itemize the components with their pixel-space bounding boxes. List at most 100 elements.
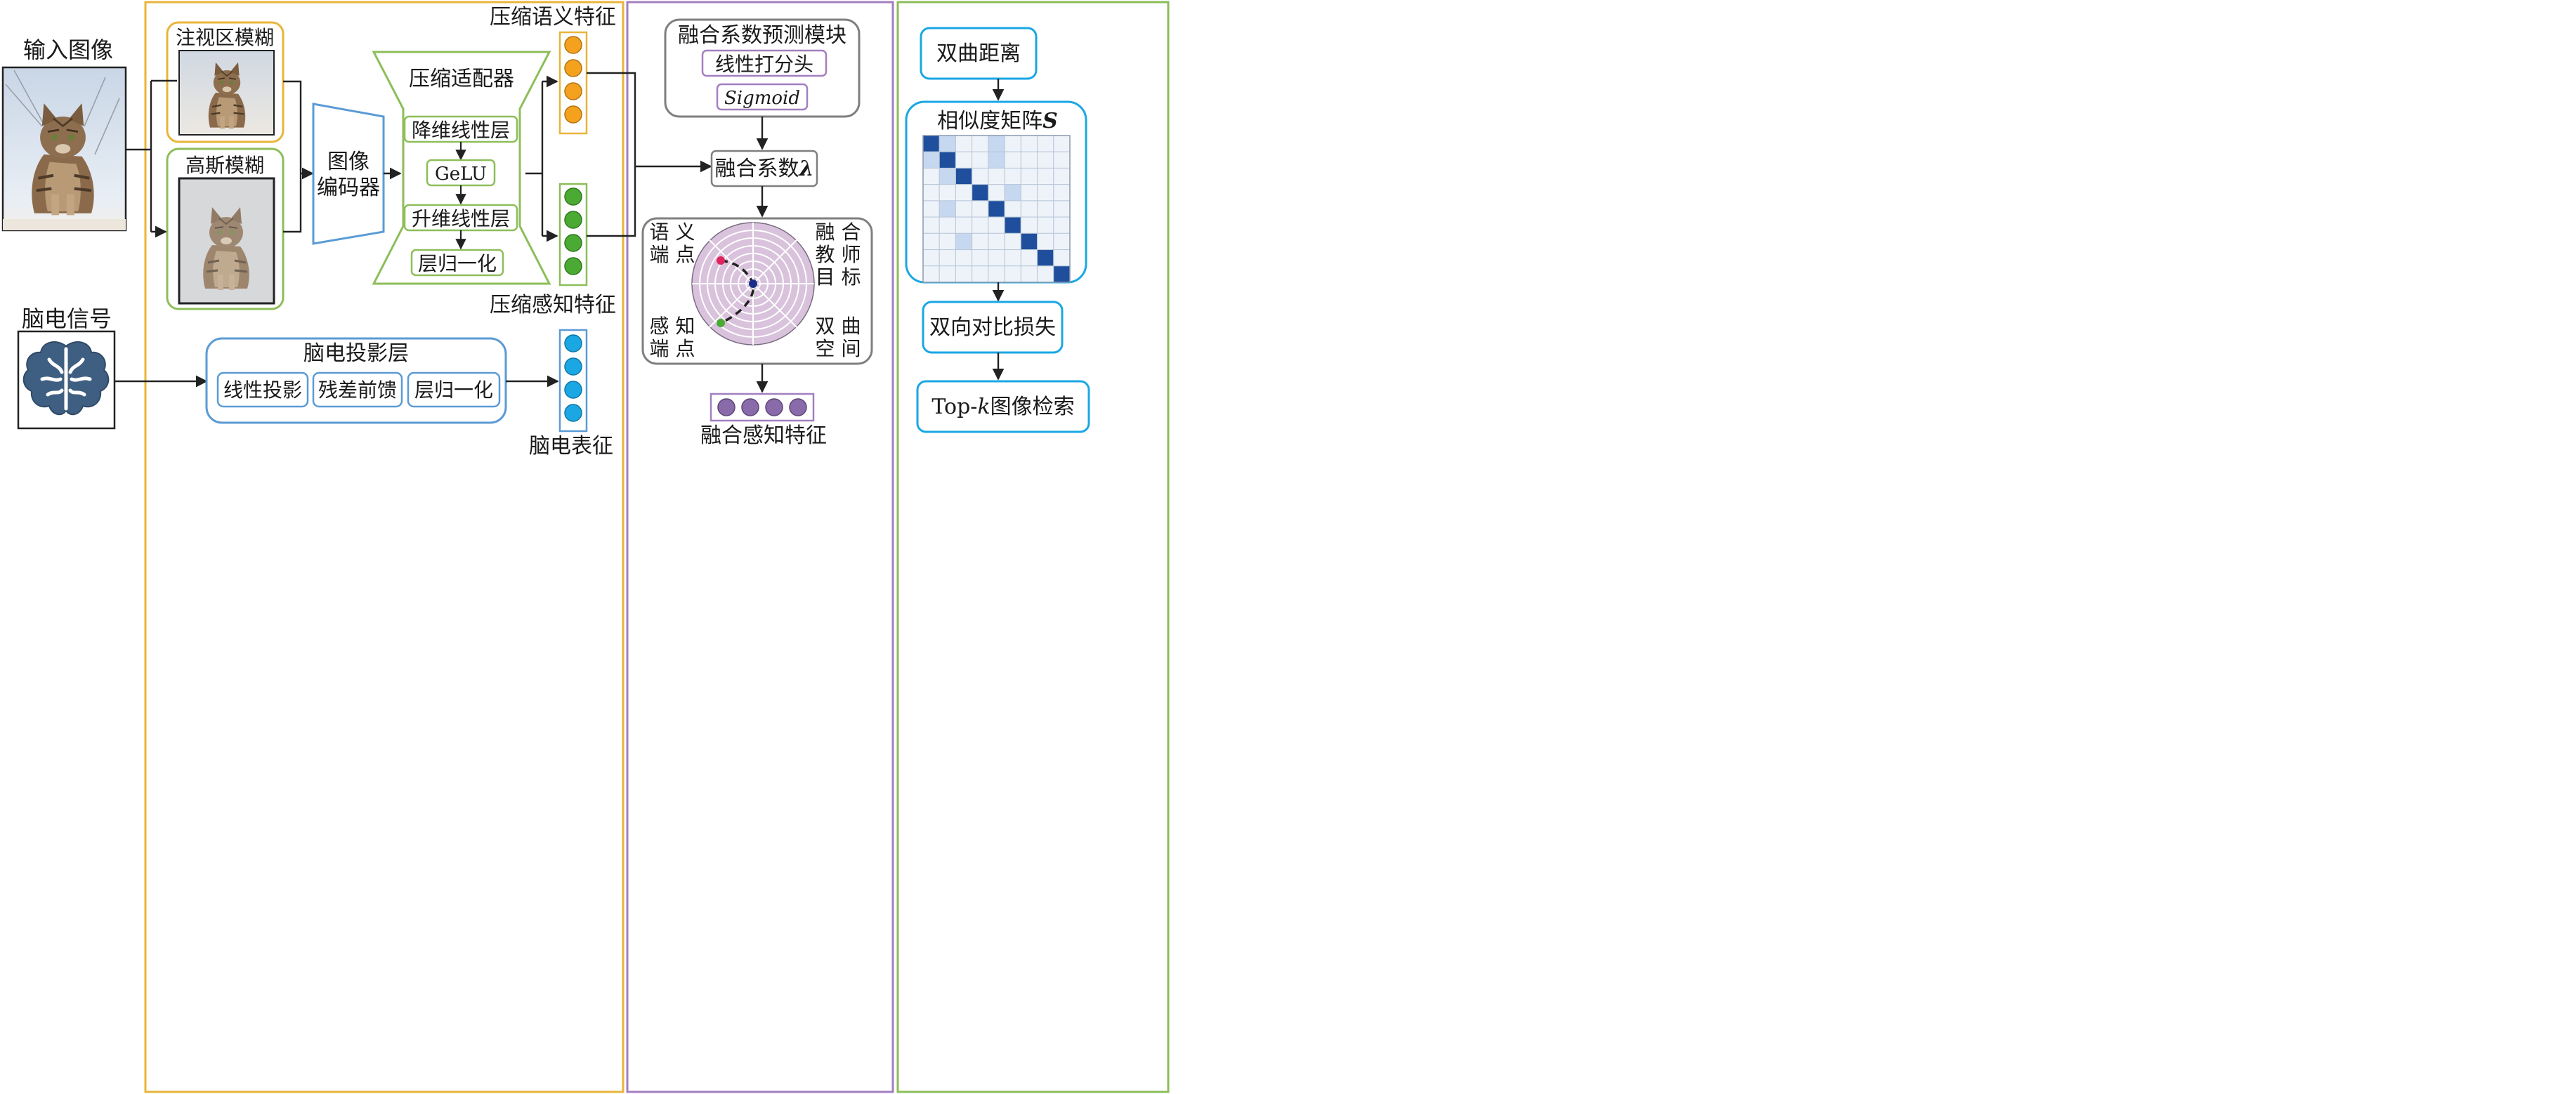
eeg-block-residual-ffn — [312, 371, 403, 408]
fused-perceptual-feature-label: 融合感知特征 — [700, 423, 827, 448]
heatmap-cell — [972, 200, 989, 218]
hyperbolic-distance-label: 双曲距离 — [936, 41, 1021, 66]
fused-perceptual-feature-vector — [710, 393, 815, 422]
heatmap-cell — [939, 184, 956, 202]
adapter-layer-expand-label: 升维线性层 — [412, 207, 510, 230]
heatmap-cell — [939, 216, 956, 234]
heatmap-cell — [1004, 167, 1021, 185]
fusion-coefficient-label: 融合系数λ — [714, 157, 813, 181]
heatmap-cell — [1020, 216, 1038, 234]
adapter-layer-reduce-label: 降维线性层 — [412, 119, 510, 142]
heatmap-cell — [972, 151, 989, 169]
heatmap-cell — [988, 167, 1005, 185]
topk-k: k — [977, 395, 990, 419]
perceptual-endpoint-line1: 感 知 — [650, 315, 695, 338]
heatmap-cell — [1053, 249, 1071, 267]
heatmap-cell — [1037, 167, 1054, 185]
heatmap-cell — [955, 249, 973, 267]
retrieval-section-panel — [896, 1, 1170, 1093]
heatmap-cell — [922, 232, 940, 251]
teacher-target-line1: 融 合 — [816, 220, 861, 244]
topk-suffix: 图像检索 — [990, 395, 1075, 419]
adapter-title: 压缩适配器 — [409, 67, 514, 91]
heatmap-cell — [972, 216, 989, 234]
heatmap-cell — [1020, 249, 1038, 267]
teacher-target-line3: 目 标 — [816, 265, 861, 289]
similarity-matrix-heatmap — [922, 135, 1071, 283]
heatmap-cell — [955, 265, 973, 283]
topk-retrieval-box — [916, 380, 1090, 433]
linear-scorer-label: 线性打分头 — [715, 53, 813, 76]
heatmap-cell — [972, 135, 989, 152]
heatmap-cell — [939, 151, 956, 169]
heatmap-cell — [1037, 249, 1054, 267]
topk-retrieval-label: Top-k图像检索 — [931, 395, 1074, 419]
semantic-feature-vector — [558, 31, 588, 135]
heatmap-cell — [988, 151, 1005, 169]
teacher-target-line2: 教 师 — [816, 243, 861, 266]
contrastive-loss-box — [922, 301, 1064, 354]
heatmap-cell — [1004, 184, 1021, 202]
heatmap-cell — [922, 200, 940, 218]
similarity-matrix-title-text: 相似度矩阵 — [937, 109, 1042, 133]
heatmap-cell — [922, 265, 940, 283]
eeg-projection-title: 脑电投影层 — [303, 341, 409, 366]
eeg-block-layer-norm — [407, 371, 501, 408]
adapter-layer-norm — [410, 249, 504, 277]
heatmap-cell — [922, 151, 940, 169]
eeg-representation-label: 脑电表征 — [529, 434, 613, 459]
heatmap-cell — [1004, 265, 1021, 283]
heatmap-cell — [1004, 151, 1021, 169]
heatmap-cell — [939, 265, 956, 283]
heatmap-cell — [939, 232, 956, 251]
heatmap-cell — [955, 151, 973, 169]
heatmap-cell — [1037, 232, 1054, 251]
heatmap-cell — [988, 184, 1005, 202]
heatmap-cell — [922, 216, 940, 234]
heatmap-cell — [988, 135, 1005, 152]
semantic-endpoint-line1: 语 义 — [650, 220, 695, 244]
heatmap-cell — [972, 265, 989, 283]
heatmap-cell — [939, 200, 956, 218]
heatmap-cell — [972, 167, 989, 185]
gaussian-blur-label: 高斯模糊 — [185, 154, 264, 177]
heatmap-cell — [955, 200, 973, 218]
input-split-connector — [126, 79, 177, 232]
heatmap-cell — [1053, 265, 1071, 283]
heatmap-cell — [955, 184, 973, 202]
heatmap-cell — [922, 184, 940, 202]
adapter-layer-norm-label: 层归一化 — [418, 252, 497, 275]
heatmap-cell — [1004, 249, 1021, 267]
perceptual-endpoint-line2: 端 点 — [650, 337, 695, 360]
fusion-coefficient-box — [710, 150, 818, 187]
heatmap-cell — [1053, 151, 1071, 169]
image-encoder-label-line1: 图像 — [327, 150, 370, 174]
heatmap-cell — [988, 200, 1005, 218]
image-encoder-trapezoid — [312, 103, 385, 245]
heatmap-cell — [955, 216, 973, 234]
heatmap-cell — [955, 232, 973, 251]
heatmap-cell — [1053, 135, 1071, 152]
gaussian-blur-box — [166, 147, 285, 310]
image-encoder-label-line2: 编码器 — [317, 176, 380, 200]
heatmap-cell — [1053, 232, 1071, 251]
heatmap-border — [922, 135, 1071, 283]
heatmap-cell — [988, 232, 1005, 251]
heatmap-cell — [1020, 265, 1038, 283]
brain-icon — [17, 330, 116, 430]
fusion-coefficient-text: 融合系数 — [714, 157, 799, 181]
heatmap-cell — [939, 249, 956, 267]
fusion-module-title: 融合系数预测模块 — [678, 23, 846, 48]
heatmap-cell — [1037, 184, 1054, 202]
hyperbolic-space-line1: 双 曲 — [816, 315, 861, 338]
poincare-disk — [691, 222, 815, 345]
heatmap-cell — [1037, 135, 1054, 152]
heatmap-cell — [988, 216, 1005, 234]
heatmap-cell — [922, 249, 940, 267]
heatmap-cell — [955, 167, 973, 185]
compression-adapter-shape — [372, 51, 551, 285]
semantic-to-fusion-connector — [587, 72, 636, 237]
semantic-endpoint-line2: 端 点 — [650, 243, 695, 266]
heatmap-cell — [1037, 200, 1054, 218]
adapter-layer-gelu-label: GeLU — [435, 164, 487, 185]
